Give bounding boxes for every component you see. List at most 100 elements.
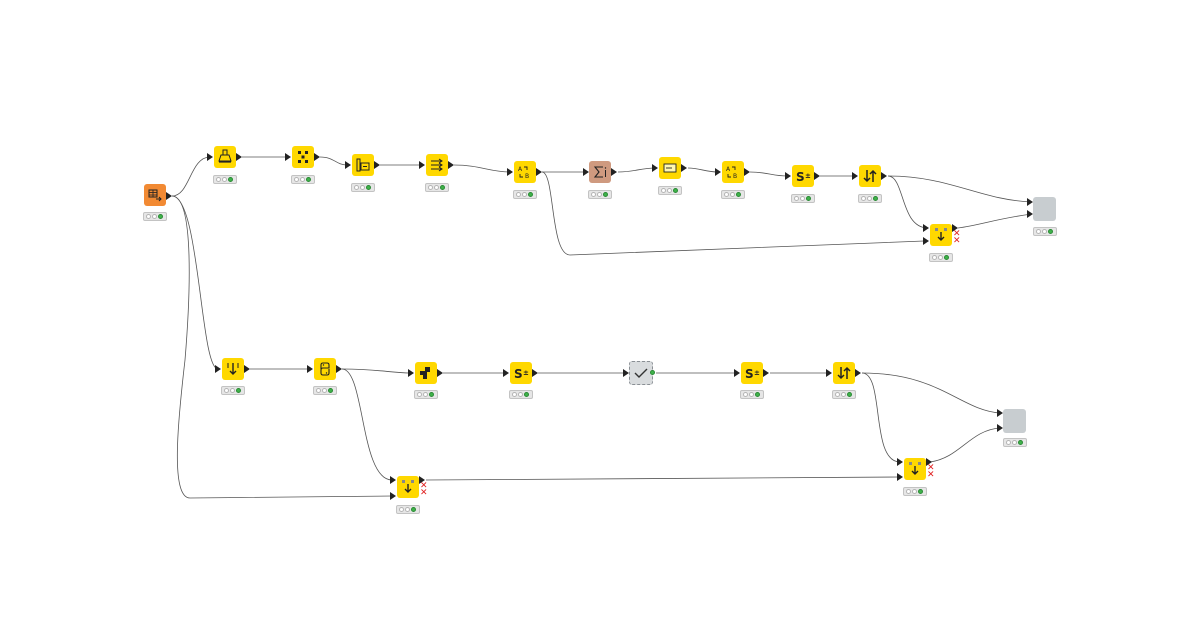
input-port[interactable] (419, 161, 425, 169)
column-rename-node[interactable] (659, 157, 681, 179)
input-port[interactable] (408, 369, 414, 377)
node-status-indicator (513, 190, 537, 199)
input-port[interactable] (923, 237, 929, 245)
string-to-number-node-1[interactable]: A B (514, 161, 536, 183)
node-status-indicator (721, 190, 745, 199)
input-port[interactable] (923, 224, 929, 232)
arrows-right-icon (431, 158, 443, 172)
node-status-indicator (313, 386, 337, 395)
output-port[interactable] (374, 161, 380, 169)
a-to-b-icon: A B (518, 166, 529, 180)
input-port[interactable] (852, 172, 858, 180)
node-status-indicator (658, 186, 682, 195)
output-port[interactable] (244, 365, 250, 373)
input-port[interactable] (997, 409, 1003, 417)
svg-text:±: ± (523, 369, 529, 377)
svg-text:S: S (745, 367, 754, 381)
svg-text:S: S (796, 170, 805, 184)
output-port[interactable] (336, 365, 342, 373)
string-to-number-node-2[interactable]: A B (722, 161, 744, 183)
rule-engine-node[interactable] (352, 154, 374, 176)
output-port[interactable] (419, 476, 425, 484)
component-node-2[interactable] (1003, 409, 1026, 433)
input-port[interactable] (507, 168, 513, 176)
node-status-indicator (903, 487, 927, 496)
sort-icon (837, 366, 851, 380)
s-plus-minus-icon: S ± (796, 170, 811, 184)
inactive-port-x-icon: ✕✕ (420, 481, 428, 498)
rule-engine-icon (356, 158, 370, 172)
joiner-node-2[interactable] (904, 458, 926, 480)
input-port[interactable] (897, 473, 903, 481)
input-port[interactable] (207, 153, 213, 161)
output-port[interactable] (437, 369, 443, 377)
output-port[interactable] (536, 168, 542, 176)
input-port[interactable] (785, 172, 791, 180)
table-reader-icon (148, 189, 162, 202)
svg-text:±: ± (805, 172, 811, 180)
a-to-b-icon: A B (726, 166, 737, 180)
input-port[interactable] (583, 168, 589, 176)
string-manipulation-node-1[interactable]: S ± (792, 165, 814, 187)
joiner-node-3[interactable] (397, 476, 419, 498)
input-port[interactable] (1027, 210, 1033, 218)
checkmark-icon (634, 368, 648, 378)
input-port[interactable] (734, 369, 740, 377)
string-manipulation-node-2[interactable]: S ± (510, 362, 532, 384)
svg-text:S: S (514, 367, 523, 381)
input-port[interactable] (826, 369, 832, 377)
input-port[interactable] (897, 458, 903, 466)
sorter-node-2[interactable] (833, 362, 855, 384)
s-plus-minus-icon: S ± (745, 367, 760, 381)
output-port[interactable] (532, 369, 538, 377)
node-status-indicator (929, 253, 953, 262)
component-icon (1033, 197, 1055, 219)
svg-text:B: B (525, 173, 529, 180)
output-port[interactable] (763, 369, 769, 377)
input-port[interactable] (997, 424, 1003, 432)
input-port[interactable] (623, 369, 629, 377)
node-status-indicator (425, 183, 449, 192)
output-port[interactable] (744, 168, 750, 176)
output-port[interactable] (314, 153, 320, 161)
input-port[interactable] (307, 365, 313, 373)
s-plus-minus-icon: S ± (514, 367, 529, 381)
output-port[interactable] (448, 161, 454, 169)
sorter-node-1[interactable] (859, 165, 881, 187)
output-port[interactable] (926, 458, 932, 466)
node-status-indicator (1003, 438, 1027, 447)
input-port[interactable] (390, 492, 396, 500)
input-port[interactable] (345, 161, 351, 169)
output-port[interactable] (681, 164, 687, 172)
output-port[interactable] (881, 172, 887, 180)
cell-splitter-node[interactable] (415, 362, 437, 384)
math-formula-node[interactable] (589, 161, 611, 183)
input-port[interactable] (215, 365, 221, 373)
input-port[interactable] (1027, 198, 1033, 206)
input-port[interactable] (503, 369, 509, 377)
output-port[interactable] (952, 224, 958, 232)
table-reader-node[interactable] (144, 184, 166, 206)
string-manipulation-node-3[interactable]: S ± (741, 362, 763, 384)
node-status-indicator (396, 505, 420, 514)
column-filter-node[interactable] (292, 146, 314, 168)
component-node-1[interactable] (1033, 197, 1056, 221)
output-port[interactable] (236, 153, 242, 161)
output-port[interactable] (166, 192, 172, 200)
input-port[interactable] (285, 153, 291, 161)
output-port[interactable] (855, 369, 861, 377)
column-resorter-node[interactable] (426, 154, 448, 176)
python-script-node[interactable] (314, 358, 336, 380)
missing-value-node[interactable] (214, 146, 236, 168)
node-status-indicator (1033, 227, 1057, 236)
selected-inactive-node[interactable] (629, 361, 653, 385)
joiner-icon (935, 228, 947, 241)
row-filter-node[interactable] (222, 358, 244, 380)
input-port[interactable] (652, 164, 658, 172)
output-port[interactable] (611, 168, 617, 176)
input-port[interactable] (715, 168, 721, 176)
output-port[interactable] (814, 172, 820, 180)
joiner-node-1[interactable] (930, 224, 952, 246)
node-status-indicator (588, 190, 612, 199)
input-port[interactable] (390, 476, 396, 484)
